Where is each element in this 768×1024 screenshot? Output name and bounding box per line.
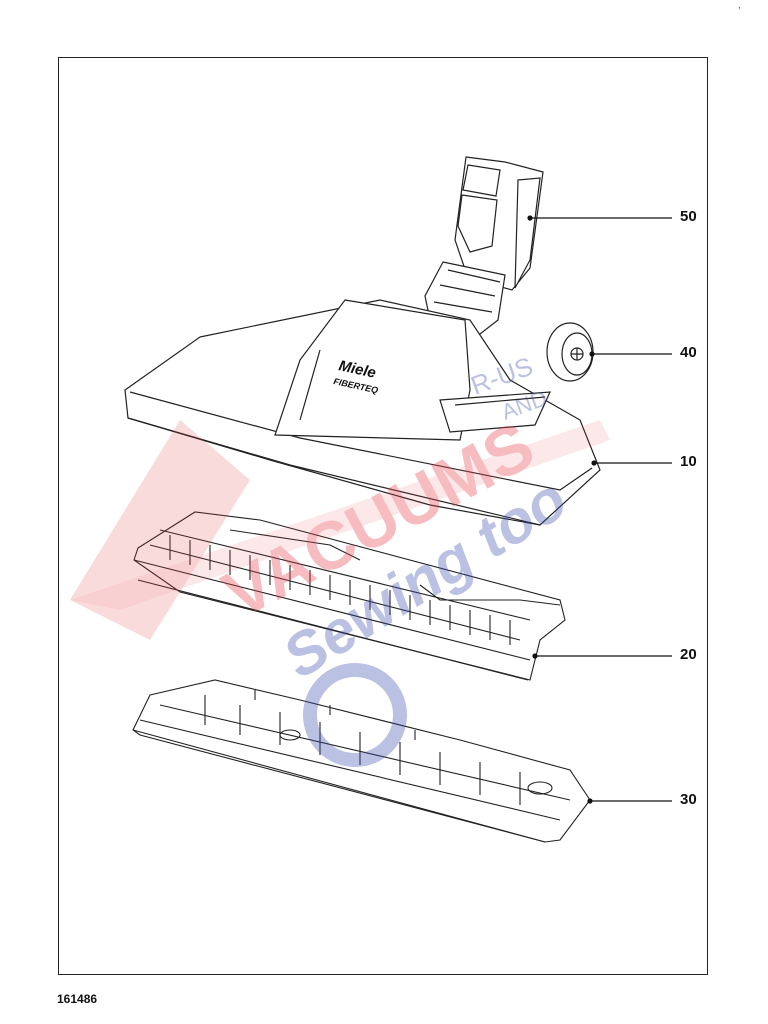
callout-10[interactable]: 10: [680, 453, 697, 470]
part-40-wheel[interactable]: [546, 322, 594, 382]
part-10-upper-housing[interactable]: [124, 299, 601, 526]
callout-50[interactable]: 50: [680, 208, 697, 225]
drawing-number: 161486: [57, 992, 98, 1006]
part-50-swivel-neck[interactable]: [424, 156, 544, 335]
leader-lines: [527, 215, 672, 804]
callout-20[interactable]: 20: [680, 646, 697, 663]
corner-mark: ,: [738, 0, 741, 11]
diagram-frame: [58, 57, 708, 975]
callout-40[interactable]: 40: [680, 344, 697, 361]
part-20-base-frame[interactable]: [133, 511, 566, 681]
callout-30[interactable]: 30: [680, 791, 697, 808]
